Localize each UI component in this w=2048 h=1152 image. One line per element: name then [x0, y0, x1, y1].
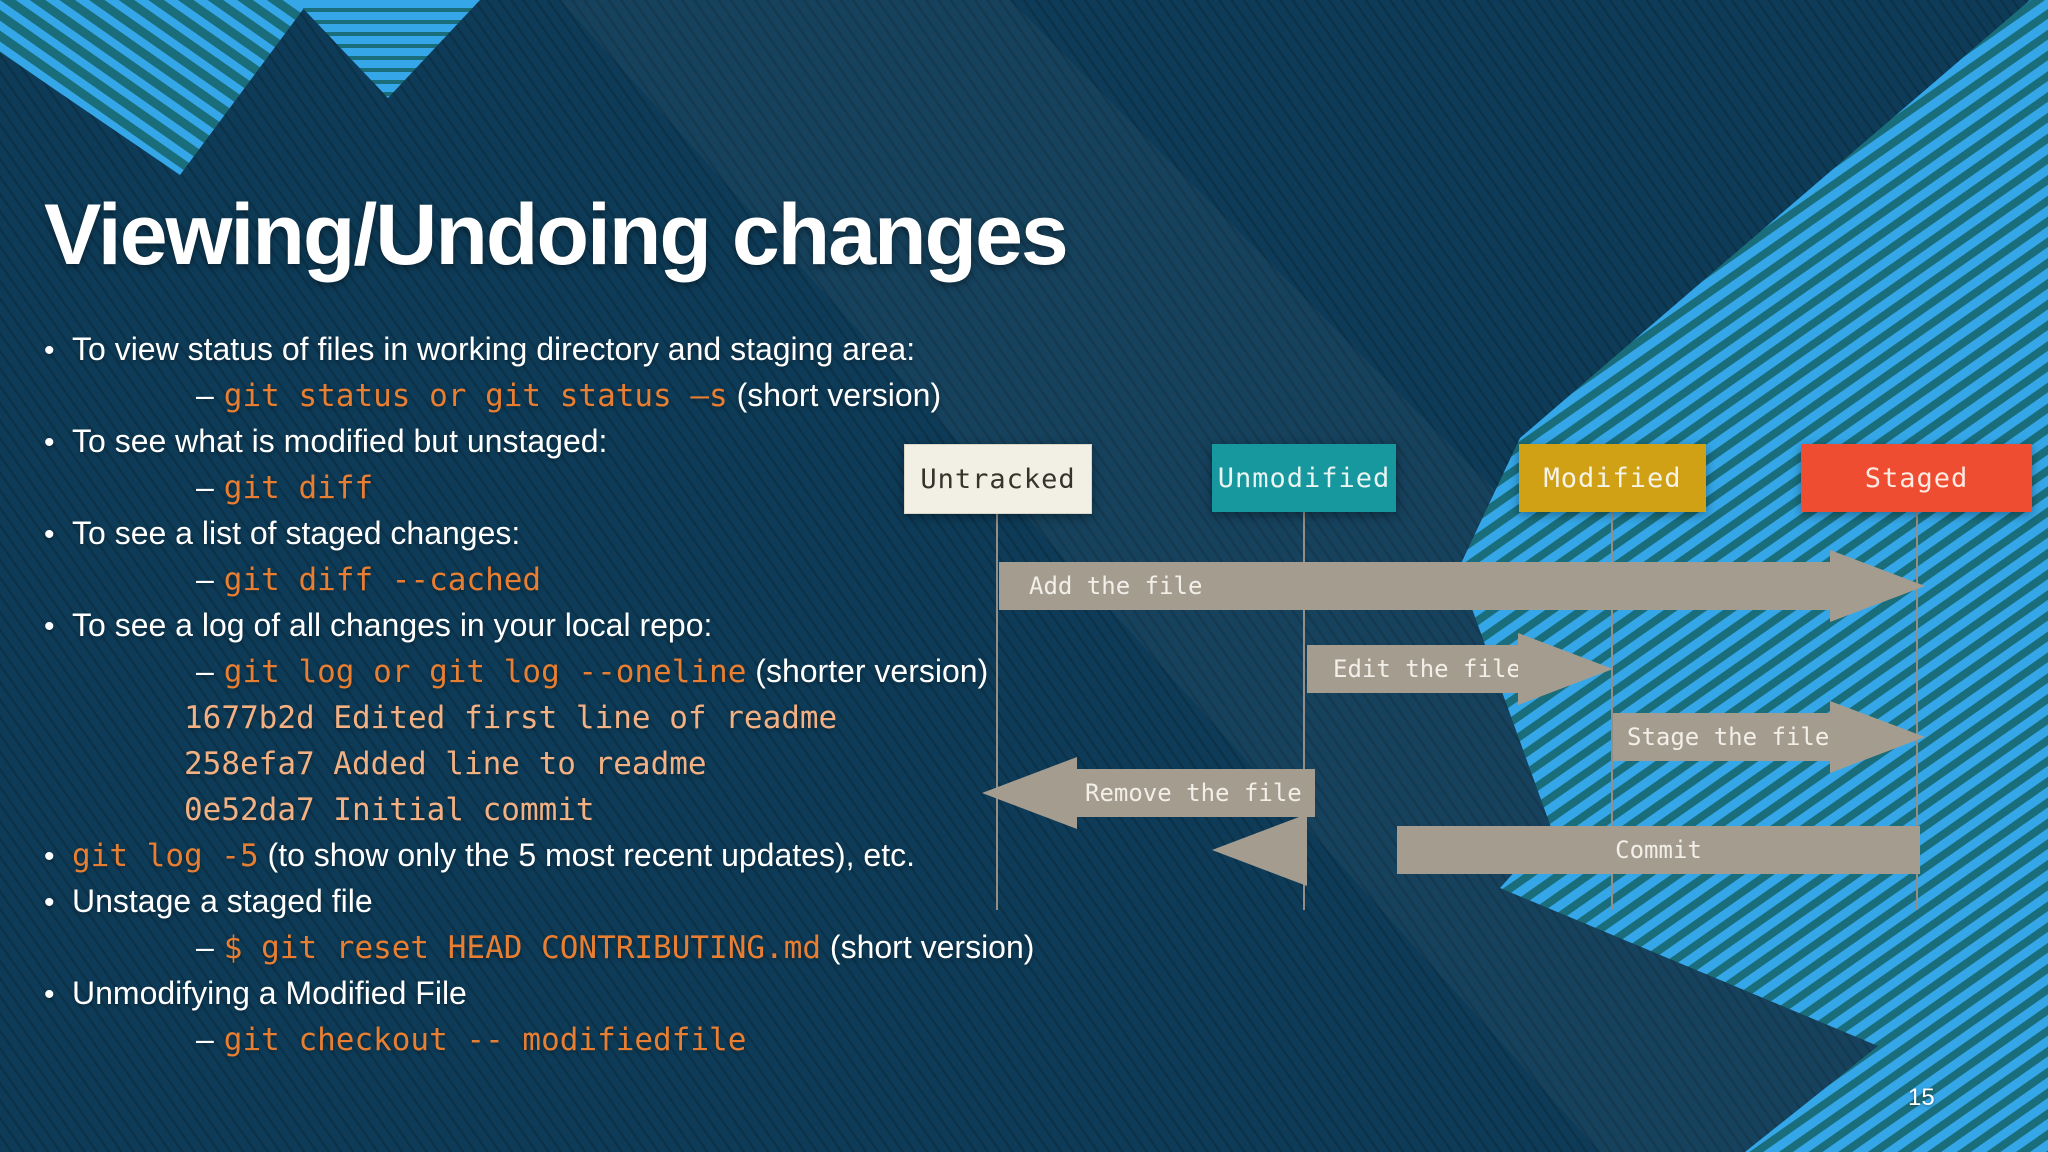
column-guide-line-modified [1611, 512, 1613, 910]
arrow-body: Stage the file [1613, 713, 1844, 761]
arrow-head-left-icon [1212, 814, 1307, 886]
arrow-head-right-icon [1518, 633, 1613, 705]
text-segment: 258efa7 Added line to readme [184, 746, 707, 782]
text-segment: git diff --cached [223, 562, 542, 598]
bullet-line: –git diff [44, 464, 1304, 510]
bullet-line: 258efa7 Added line to readme [44, 740, 1304, 786]
arrow-head-right-icon [1830, 550, 1925, 622]
bullet-marker: • [44, 426, 55, 459]
bullet-line: –git diff --cached [44, 556, 1304, 602]
text-segment: 0e52da7 Initial commit [184, 792, 595, 828]
arrow-body: Edit the file [1307, 645, 1544, 693]
state-box-label: Staged [1864, 462, 1969, 494]
text-segment: Unmodifying a Modified File [72, 975, 467, 1011]
bullet-marker: • [44, 518, 55, 551]
bullet-line: • git log -5 (to show only the 5 most rec… [44, 832, 1304, 878]
column-guide-line-untracked [996, 512, 998, 910]
text-segment: git status or git status –s [223, 378, 728, 414]
text-segment: (short version) [821, 929, 1035, 965]
dash-marker: – [196, 561, 214, 597]
bullet-line: • To see a log of all changes in your loc… [44, 602, 1304, 648]
arrow-label: Add the file [1029, 572, 1203, 600]
column-guide-line-unmodified [1303, 512, 1305, 910]
text-segment: git diff [223, 470, 374, 506]
bullet-line: • To see a list of staged changes: [44, 510, 1304, 556]
arrow-body: Remove the file [1077, 769, 1315, 817]
page-number: 15 [1908, 1084, 1935, 1111]
state-box-label: Untracked [920, 463, 1076, 495]
arrow-body: Commit [1397, 826, 1920, 874]
text-segment: git log or git log --oneline [223, 654, 747, 690]
striped-triangle-top-left [0, 0, 310, 175]
text-segment: Unstage a staged file [72, 883, 373, 919]
dash-marker: – [196, 929, 214, 965]
bullet-line: –git log or git log --oneline (shorter v… [44, 648, 1304, 694]
bullet-line: 1677b2d Edited first line of readme [44, 694, 1304, 740]
dash-marker: – [196, 653, 214, 689]
bullet-line: –git status or git status –s (short vers… [44, 372, 1304, 418]
arrow-head-left-icon [982, 757, 1077, 829]
bullet-marker: • [44, 610, 55, 643]
text-segment: git checkout -- modifiedfile [223, 1022, 747, 1058]
text-segment: To see a list of staged changes: [72, 515, 521, 551]
bullet-marker: • [44, 840, 55, 873]
text-segment: (short version) [727, 377, 942, 413]
state-box-untracked: Untracked [904, 444, 1092, 514]
arrow-label: Stage the file [1627, 723, 1830, 751]
text-segment: To view status of files in working direc… [72, 331, 916, 367]
striped-triangle-top-left-small [295, 0, 480, 98]
arrow-label: Edit the file [1333, 655, 1521, 683]
state-box-label: Modified [1543, 462, 1682, 494]
bullet-marker: • [44, 886, 55, 919]
bullet-line: • To see what is modified but unstaged: [44, 418, 1304, 464]
state-box-staged: Staged [1801, 444, 2032, 512]
bullet-line: 0e52da7 Initial commit [44, 786, 1304, 832]
text-segment: git log -5 [72, 838, 259, 874]
bullet-line: • Unstage a staged file [44, 878, 1304, 924]
text-segment: To see a log of all changes in your loca… [72, 607, 713, 643]
text-segment: (shorter version) [746, 653, 989, 689]
bullet-line: • Unmodifying a Modified File [44, 970, 1304, 1016]
bullet-marker: • [44, 978, 55, 1011]
state-box-label: Unmodified [1217, 462, 1391, 494]
bullet-list: • To view status of files in working dire… [44, 326, 1304, 1062]
bullet-line: –git checkout -- modifiedfile [44, 1016, 1304, 1062]
text-segment: To see what is modified but unstaged: [72, 423, 608, 459]
bullet-line: –$ git reset HEAD CONTRIBUTING.md (short… [44, 924, 1304, 970]
text-segment: (to show only the 5 most recent updates)… [258, 837, 915, 873]
state-box-unmodified: Unmodified [1212, 444, 1396, 512]
page-title: Viewing/Undoing changes [44, 187, 1069, 283]
dash-marker: – [196, 469, 214, 505]
arrow-label: Remove the file [1085, 779, 1302, 807]
dash-marker: – [196, 1021, 214, 1057]
arrow-body: Add the file [999, 562, 1860, 610]
bullet-marker: • [44, 334, 55, 367]
text-segment: 1677b2d Edited first line of readme [184, 700, 838, 736]
arrow-label: Commit [1615, 836, 1702, 864]
dash-marker: – [196, 377, 214, 413]
state-box-modified: Modified [1519, 444, 1706, 512]
bullet-line: • To view status of files in working dire… [44, 326, 1304, 372]
text-segment: $ git reset HEAD CONTRIBUTING.md [223, 930, 822, 966]
arrow-head-right-icon [1830, 701, 1925, 773]
